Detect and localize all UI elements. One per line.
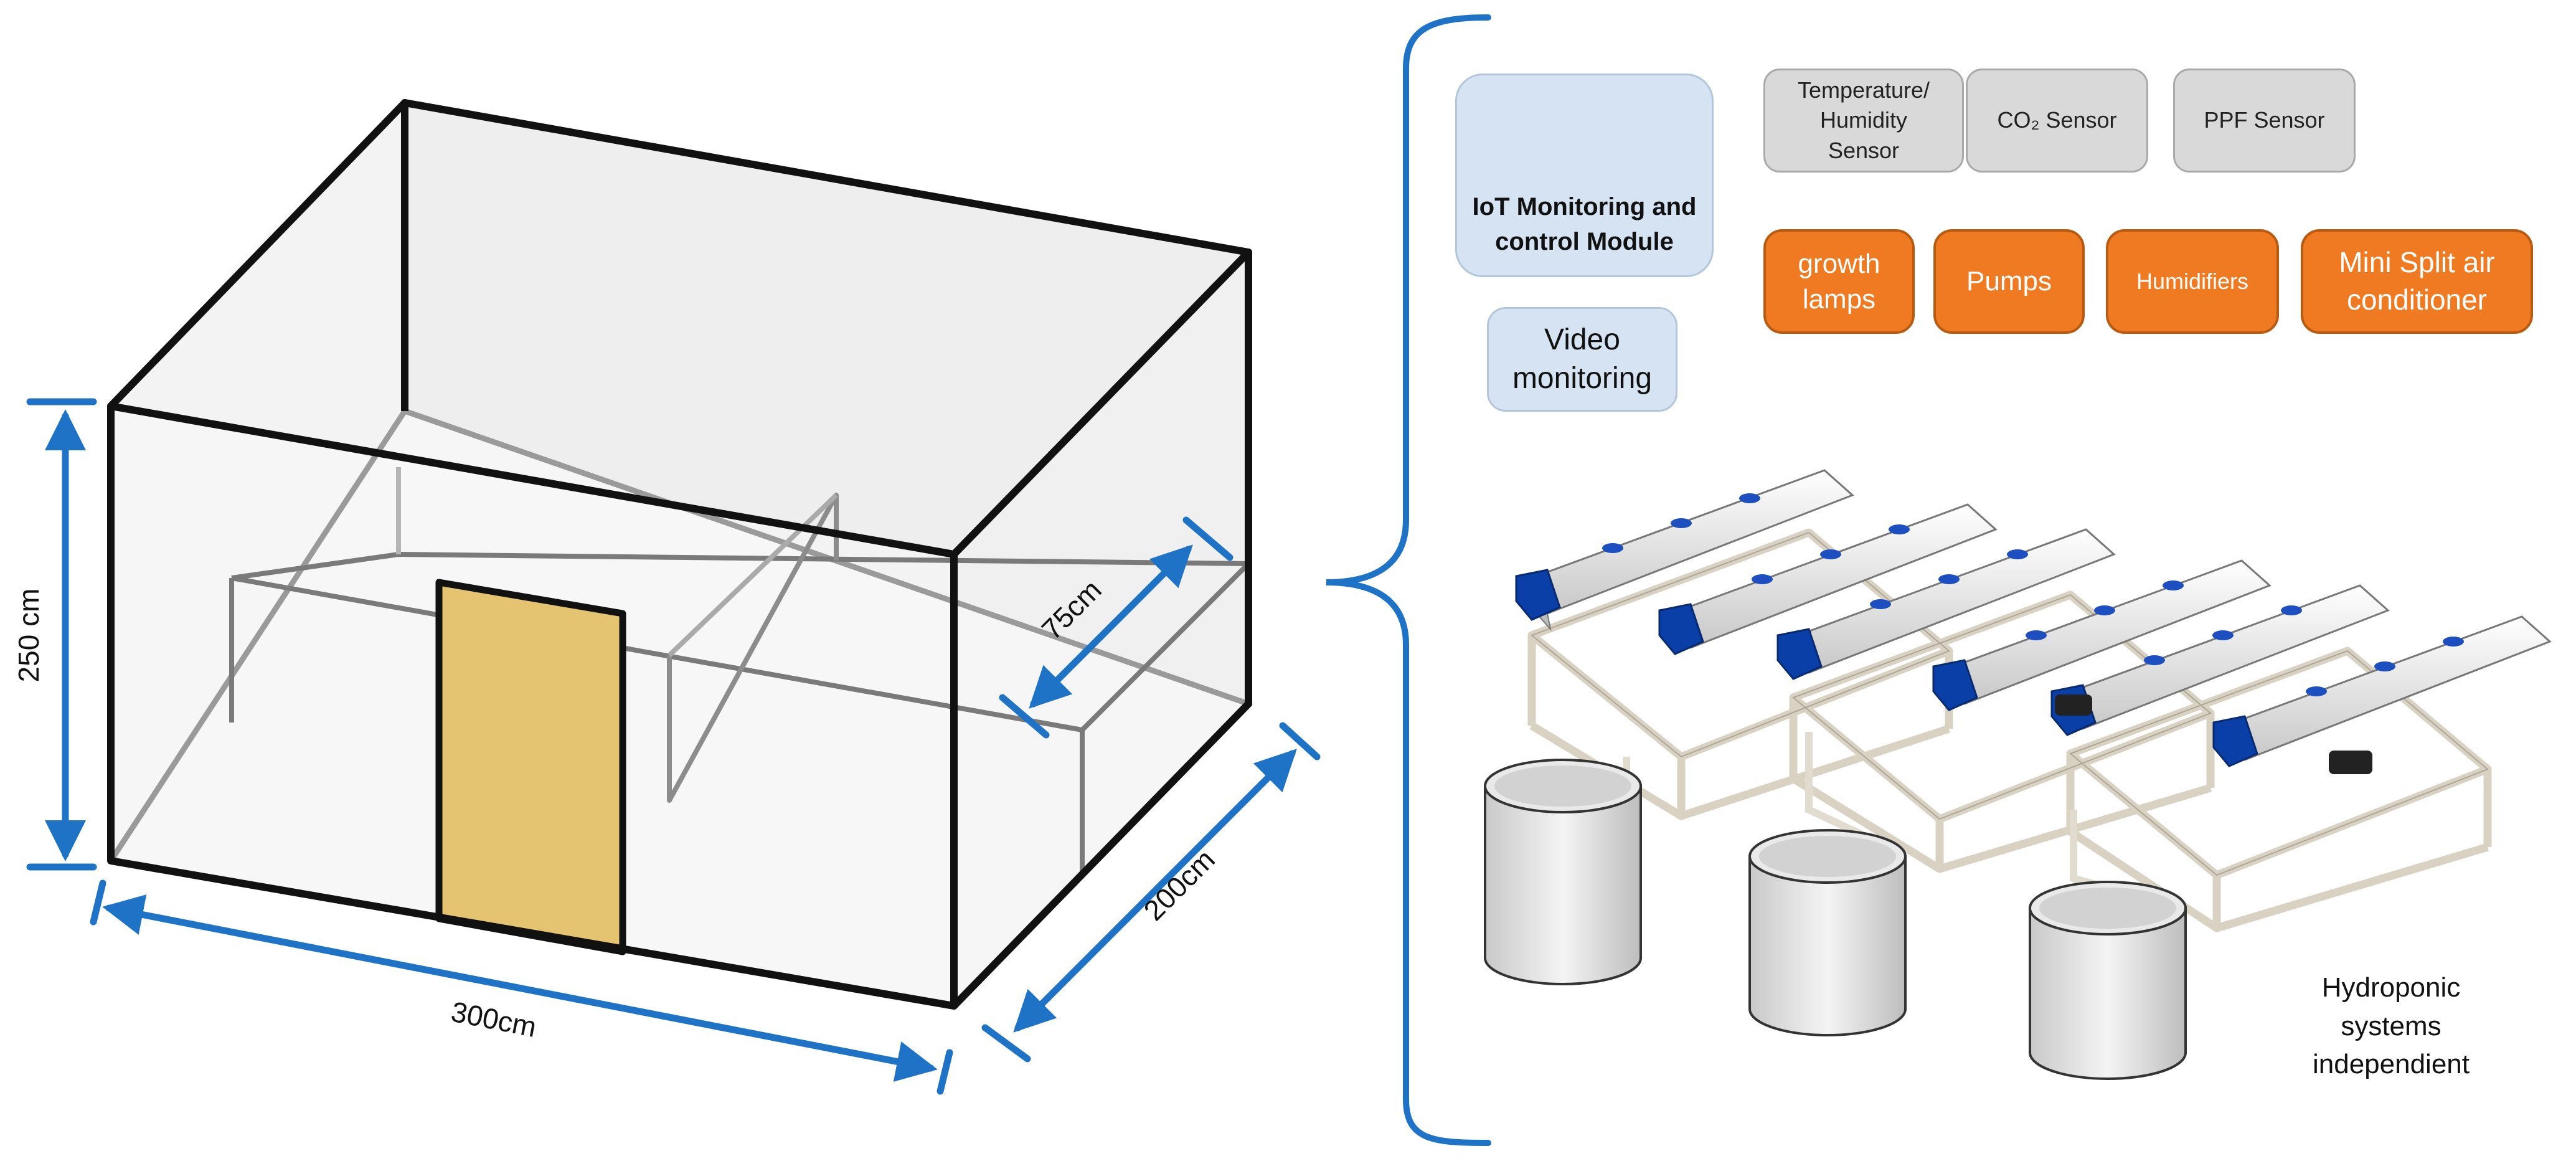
width-arrow [102,894,938,1082]
actuator-growth-lamps: growth lamps [1763,229,1915,334]
width-label: 300cm [448,995,539,1043]
dimension-arrows [26,398,1321,1095]
room-model [107,99,1252,1010]
sensor-co2: CO₂ Sensor [1966,69,2148,173]
hydroponic-systems [1484,469,2552,1080]
iot-module-title: IoT Monitoring and control Module [1472,193,1697,255]
actuator-label: Mini Split air conditioner [2339,246,2495,316]
actuator-humidifiers: Humidifiers [2106,229,2279,334]
grouping-brace [1326,14,1491,1146]
hydroponic-caption: Hydroponic systems independient [2312,972,2470,1080]
room-door [435,579,626,955]
pump-icon [2055,694,2372,774]
depth-arrow [1013,749,1297,1033]
video-monitoring-box: Video monitoring [1487,307,1677,412]
height-label: 250 cm [12,589,45,683]
hydroponic-tubes [1515,469,2552,767]
actuator-label: Pumps [1966,266,2052,297]
actuator-mini-split: Mini Split air conditioner [2301,229,2533,334]
video-monitoring-label: Video monitoring [1512,323,1653,395]
actuator-label: growth lamps [1798,248,1880,315]
shelf-arrow [1029,544,1193,709]
actuator-label: Humidifiers [2136,268,2249,294]
actuator-pumps: Pumps [1933,229,2085,334]
depth-label: 200cm [1137,843,1220,926]
nutrient-tanks [1484,759,2187,1080]
sensor-label: PPF Sensor [2204,107,2325,133]
iot-module-box: IoT Monitoring and control Module [1455,73,1714,277]
sensor-label: Temperature/ Humidity Sensor [1797,77,1930,163]
sensor-temperature-humidity: Temperature/ Humidity Sensor [1763,69,1964,173]
sensor-ppf: PPF Sensor [2173,69,2356,173]
sensor-label: CO₂ Sensor [1997,107,2117,133]
